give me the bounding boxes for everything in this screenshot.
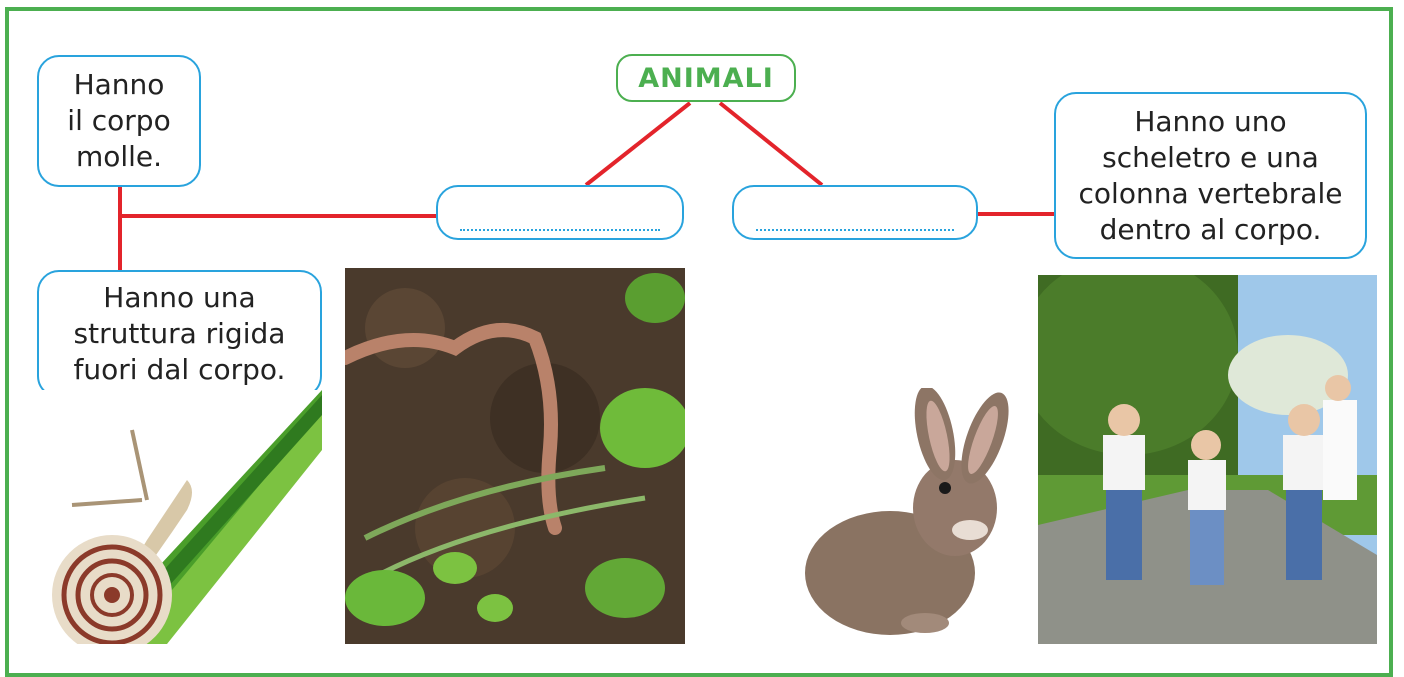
answer-dots [460,229,660,231]
right-answer-blank[interactable] [732,185,978,240]
rigid-structure-box: Hanno una struttura rigida fuori dal cor… [37,270,322,398]
answer-dots [756,229,954,231]
left-answer-blank[interactable] [436,185,684,240]
rabbit-picture [805,388,1027,638]
snail-picture [37,390,322,644]
earthworm-picture [345,268,685,644]
soft-body-box: Hanno il corpo molle. [37,55,201,187]
skeleton-box: Hanno uno scheletro e una colonna verteb… [1054,92,1367,259]
diagram-title: ANIMALI [616,54,796,102]
children-running-picture [1038,275,1377,644]
